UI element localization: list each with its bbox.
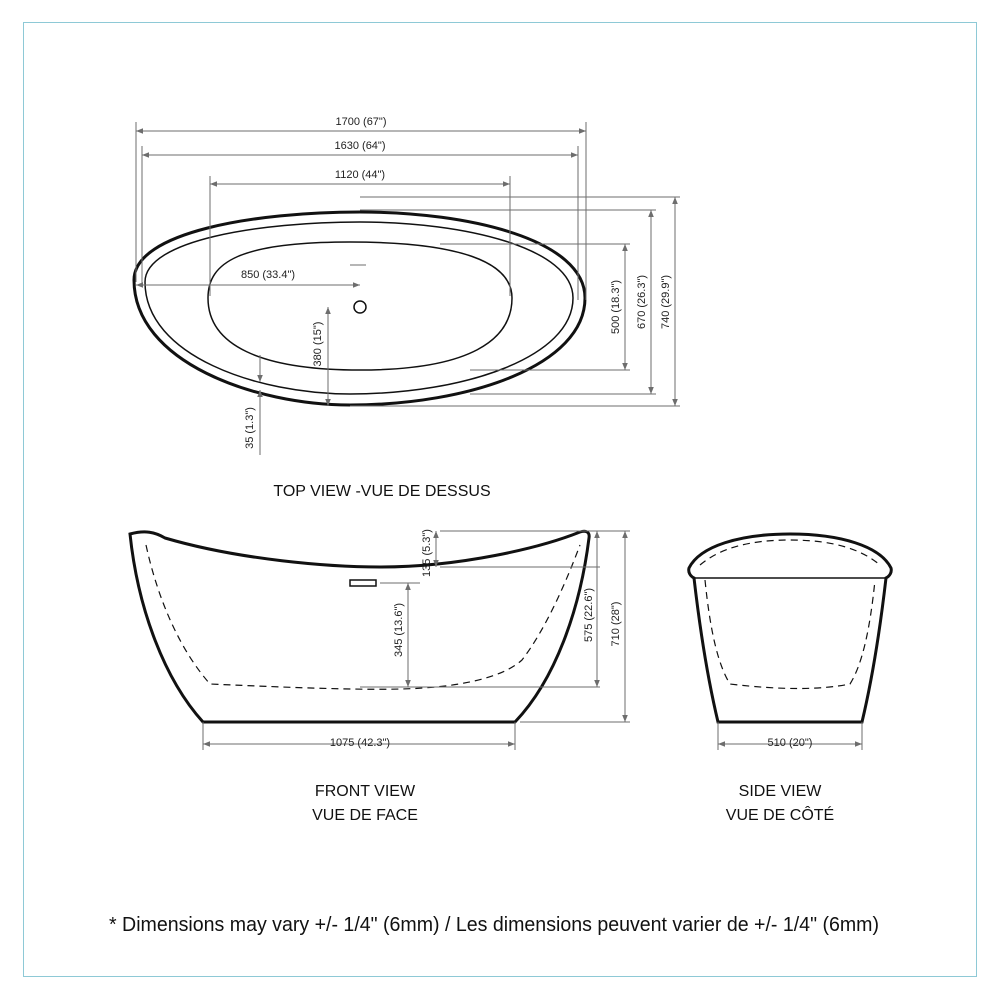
dim-end-rise: 135 (5.3") [421, 529, 433, 577]
front-view: 135 (5.3") 345 (13.6") 575 (22.6") 710 (… [128, 529, 630, 824]
dim-rim-width: 670 (26.3") [636, 275, 648, 329]
dim-basin-length: 1120 (44") [335, 169, 385, 181]
tub-basin-outline [207, 241, 513, 371]
tub-rim-outline [144, 221, 574, 395]
overflow-fitting [349, 579, 377, 587]
tub-side-inner-dashed [699, 539, 881, 566]
dim-overflow-height: 345 (13.6") [393, 603, 405, 657]
dim-base-length: 1075 (42.3") [330, 737, 390, 749]
tub-side-outline [687, 532, 893, 724]
side-view-label-fr: VUE DE CÔTÉ [726, 805, 834, 824]
dim-overall-width: 740 (29.9") [660, 275, 672, 329]
side-view: 510 (20") SIDE VIEW VUE DE CÔTÉ [687, 532, 893, 824]
top-view: 1700 (67") 1630 (64") 1120 (44") 850 (33… [132, 116, 680, 500]
tub-front-inner-dashed [145, 544, 581, 690]
dim-drain-offset: 850 (33.4") [241, 269, 295, 281]
dim-side-base-width: 510 (20") [768, 737, 813, 749]
tub-front-outline [128, 529, 591, 724]
dimension-tolerance-note: * Dimensions may vary +/- 1/4" (6mm) / L… [109, 914, 879, 936]
tub-outer-outline [132, 210, 587, 407]
dim-overall-length: 1700 (67") [336, 116, 387, 128]
dim-rim-length: 1630 (64") [335, 140, 386, 152]
tub-side-inner-walls-dashed [704, 579, 876, 690]
front-view-label-en: FRONT VIEW [315, 783, 416, 800]
front-view-label-fr: VUE DE FACE [312, 807, 418, 824]
side-view-label-en: SIDE VIEW [739, 783, 823, 800]
dim-inner-depth: 575 (22.6") [583, 588, 595, 642]
dim-rim-thickness: 35 (1.3") [244, 407, 256, 449]
dim-overall-height: 710 (28") [610, 602, 622, 647]
drain-icon [353, 300, 367, 314]
diagram-frame [23, 22, 977, 977]
dim-basin-width: 500 (18.3") [610, 280, 622, 334]
dim-drain-to-edge: 380 (15") [312, 322, 324, 367]
top-view-label: TOP VIEW -VUE DE DESSUS [273, 483, 490, 500]
